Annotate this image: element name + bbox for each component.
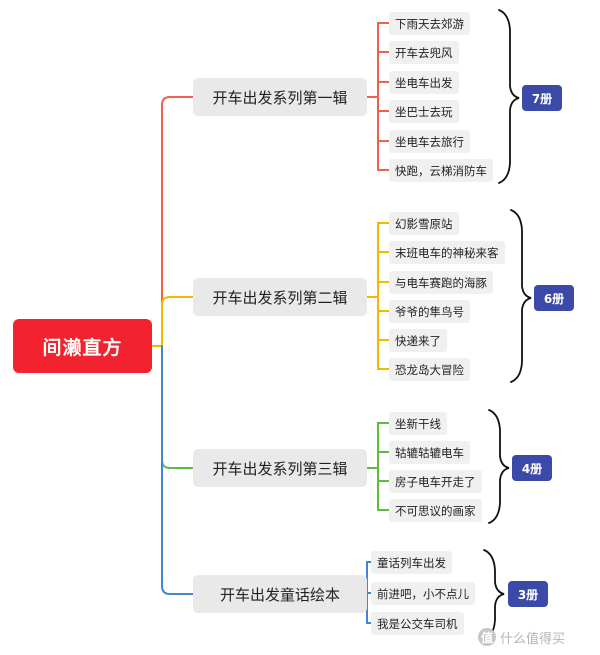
book-item: 快跑，云梯消防车 <box>389 159 493 182</box>
brace <box>488 409 510 524</box>
count-badge: 6册 <box>534 285 574 311</box>
brace <box>498 9 520 184</box>
count-badge: 7册 <box>522 85 562 111</box>
count-badge: 4册 <box>512 455 552 481</box>
book-item: 开车去兜风 <box>389 41 459 64</box>
brace <box>483 549 505 641</box>
branch-connector <box>161 96 194 347</box>
book-item: 末班电车的神秘来客 <box>389 241 505 264</box>
book-item: 恐龙岛大冒险 <box>389 358 470 381</box>
branch-connector <box>161 296 194 347</box>
brace <box>510 209 532 383</box>
book-item: 童话列车出发 <box>371 551 452 574</box>
watermark-text: 什么值得买 <box>500 631 566 647</box>
book-item: 房子电车开走了 <box>389 470 482 493</box>
book-item: 不可思议的画家 <box>389 499 482 522</box>
book-item: 快递来了 <box>389 329 447 352</box>
branch-node-series-1: 开车出发系列第一辑 <box>193 78 367 116</box>
book-item: 坐电车出发 <box>389 71 459 94</box>
branch-node-series-3: 开车出发系列第三辑 <box>193 449 367 487</box>
book-item: 坐巴士去玩 <box>389 100 459 123</box>
book-item: 前进吧，小不点儿 <box>371 582 475 605</box>
book-item: 坐新干线 <box>389 412 447 435</box>
branch-node-picture-books: 开车出发童话绘本 <box>193 575 367 613</box>
zhi-badge-icon: 值 <box>478 628 496 646</box>
book-item: 幻影雪原站 <box>389 212 459 235</box>
watermark: 值 什么值得买 <box>478 626 565 648</box>
book-item: 与电车赛跑的海豚 <box>389 271 493 294</box>
branch-node-series-2: 开车出发系列第二辑 <box>193 278 367 316</box>
book-item: 下雨天去郊游 <box>389 12 470 35</box>
book-item: 轱辘轱辘电车 <box>389 441 470 464</box>
book-item: 坐电车去旅行 <box>389 130 470 153</box>
root-node: 间濑直方 <box>13 319 152 373</box>
count-badge: 3册 <box>508 581 548 607</box>
book-item: 我是公交车司机 <box>371 612 464 635</box>
branch-connector <box>161 345 194 469</box>
book-item: 爷爷的隼鸟号 <box>389 300 470 323</box>
branch-connector <box>161 345 194 595</box>
